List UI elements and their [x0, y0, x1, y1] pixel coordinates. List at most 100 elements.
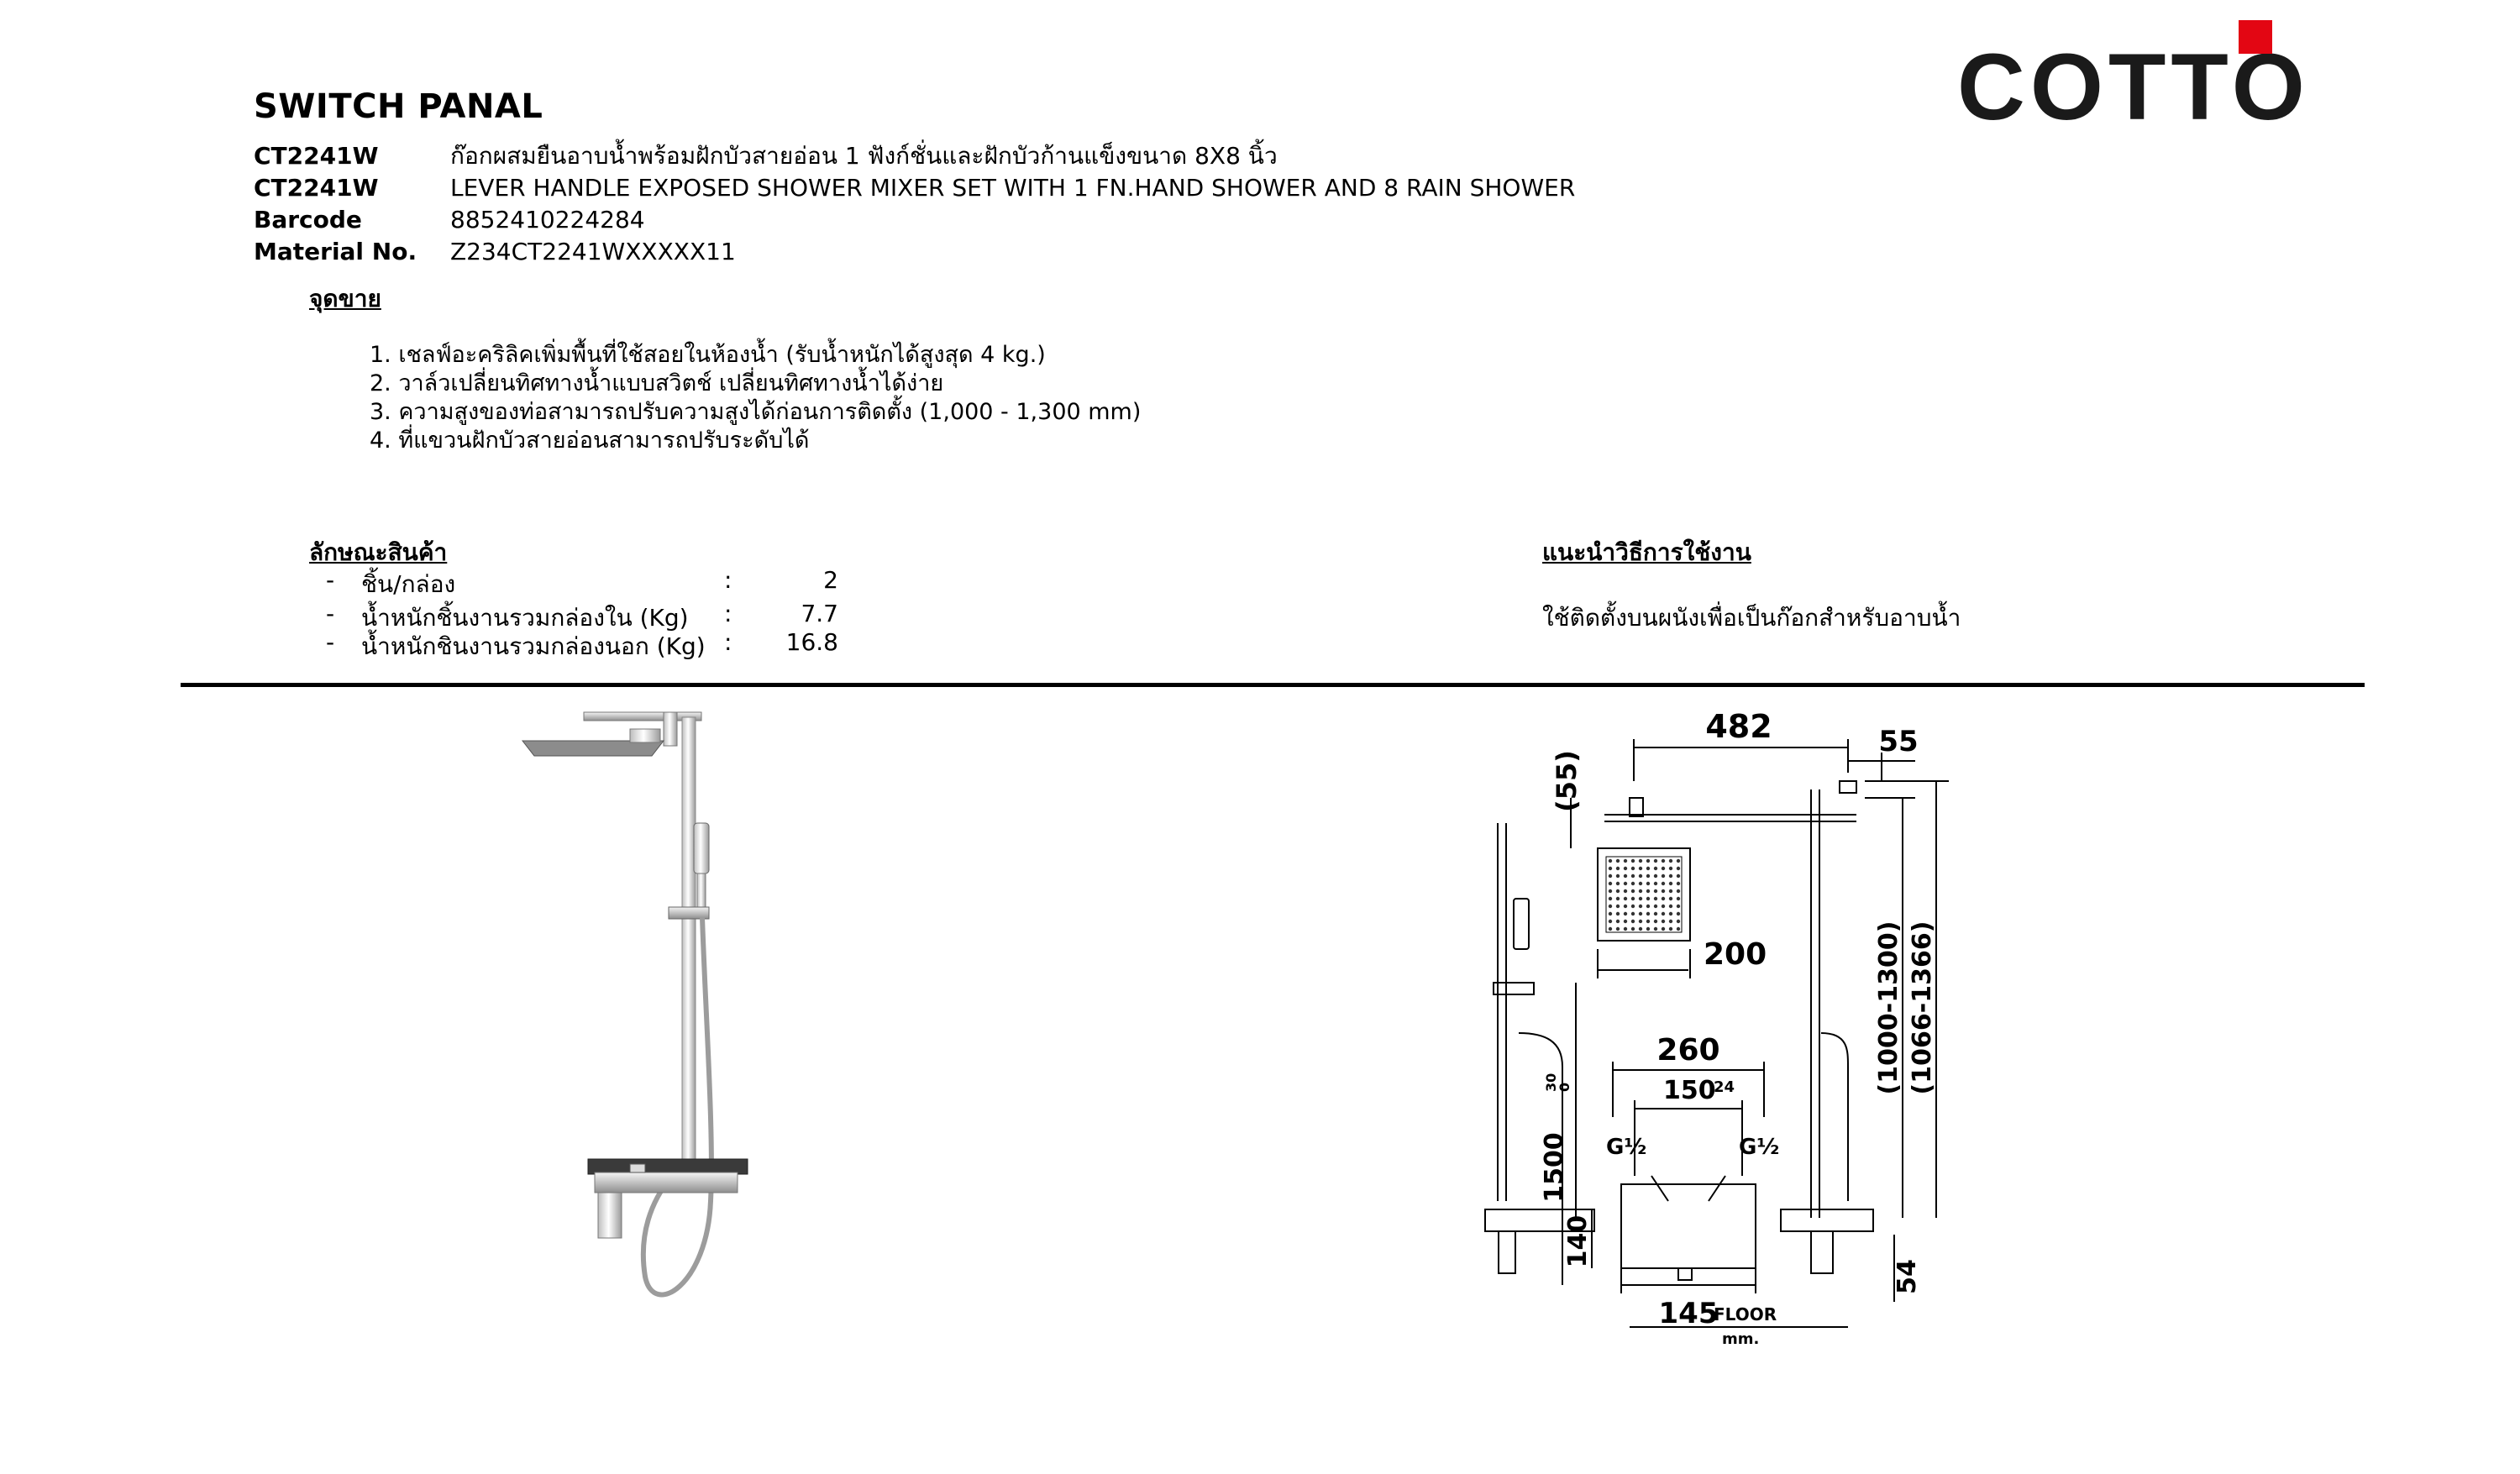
info-key: CT2241W: [254, 142, 379, 170]
nozzle-dot: [1608, 911, 1613, 916]
nozzle-dot: [1623, 889, 1628, 894]
nozzle-dot: [1646, 904, 1651, 909]
nozzle-dot: [1653, 919, 1658, 924]
nozzle-dot: [1646, 881, 1651, 886]
nozzle-dot: [1608, 873, 1613, 879]
dim-150-tolerance: 24: [1714, 1078, 1735, 1096]
nozzle-dot: [1623, 866, 1628, 871]
spec-colon: :: [724, 628, 732, 656]
nozzle-dot: [1661, 866, 1666, 871]
nozzle-dot: [1653, 873, 1658, 879]
nozzle-dot: [1608, 858, 1613, 863]
nozzle-dot: [1646, 911, 1651, 916]
nozzle-dot: [1676, 919, 1681, 924]
dim-260: 260: [1656, 1033, 1719, 1067]
nozzle-dot: [1615, 881, 1620, 886]
nozzle-dot: [1630, 881, 1635, 886]
nozzle-dot: [1653, 896, 1658, 901]
dim-150: 150: [1663, 1076, 1716, 1105]
nozzle-dot: [1630, 858, 1635, 863]
selling-point-item: 2. วาล์วเปลี่ยนทิศทางน้ำแบบสวิตช์ เปลี่ย…: [370, 370, 944, 396]
nozzle-dot: [1676, 911, 1681, 916]
nozzle-dot: [1661, 919, 1666, 924]
nozzle-dot: [1668, 926, 1673, 931]
spec-colon: :: [724, 566, 732, 594]
dim-1000-1300: (1000-1300): [1874, 921, 1903, 1095]
dim-54: 54: [1893, 1259, 1922, 1294]
nozzle-dot: [1608, 889, 1613, 894]
spec-label: น้ำหนักชิ้นงานรวมกล่องใน (Kg): [361, 604, 689, 632]
nozzle-dot: [1653, 866, 1658, 871]
nozzle-dot: [1615, 866, 1620, 871]
nozzle-dot: [1630, 873, 1635, 879]
nozzle-dot: [1615, 926, 1620, 931]
nozzle-dot: [1608, 896, 1613, 901]
nozzle-dot: [1630, 866, 1635, 871]
info-key: Barcode: [254, 206, 362, 233]
unit-label: mm.: [1722, 1330, 1759, 1348]
nozzle-dot: [1676, 926, 1681, 931]
dim-200: 200: [1704, 937, 1767, 972]
cotto-logo: COTTO: [1932, 17, 2305, 134]
nozzle-dot: [1615, 904, 1620, 909]
nozzle-dot: [1623, 881, 1628, 886]
document-title: SWITCH PANAL: [254, 87, 543, 126]
nozzle-dot: [1608, 881, 1613, 886]
nozzle-dot: [1653, 889, 1658, 894]
product-image: [521, 711, 748, 1298]
nozzle-dot: [1668, 889, 1673, 894]
floor-label: FLOOR: [1714, 1304, 1777, 1325]
nozzle-dot: [1653, 904, 1658, 909]
logo-wordmark: COTTO: [1957, 34, 2310, 139]
nozzle-dot: [1623, 926, 1628, 931]
nozzle-dot: [1668, 911, 1673, 916]
nozzle-dot: [1615, 889, 1620, 894]
nozzle-dot: [1668, 866, 1673, 871]
nozzle-dot: [1653, 926, 1658, 931]
selling-point-item: 1. เชลฟ์อะคริลิคเพิ่มพื้นที่ใช้สอยในห้อง…: [370, 342, 1046, 368]
nozzle-dot: [1638, 873, 1643, 879]
nozzle-dot: [1638, 926, 1643, 931]
nozzle-dot: [1676, 904, 1681, 909]
dim-1066-1366: (1066-1366): [1908, 921, 1937, 1095]
technical-drawing: (55) 482 55 200 260 150 24 1500 30 0 140…: [1484, 708, 1949, 1348]
specs-heading: ลักษณะสินค้า: [309, 538, 448, 566]
dim-1500-tol-plus: 30: [1543, 1073, 1559, 1092]
selling-point-item: 3. ความสูงของท่อสามารถปรับความสูงได้ก่อน…: [370, 399, 1142, 425]
spec-colon: :: [724, 600, 732, 627]
nozzle-dot: [1646, 889, 1651, 894]
nozzle-dot: [1608, 919, 1613, 924]
nozzle-dot: [1668, 919, 1673, 924]
nozzle-dot: [1653, 858, 1658, 863]
logo-red-square-icon: [2239, 20, 2272, 54]
nozzle-dot: [1676, 881, 1681, 886]
nozzle-dot: [1646, 926, 1651, 931]
nozzle-dot: [1638, 881, 1643, 886]
dim-145: 145: [1659, 1297, 1719, 1330]
spec-dash: -: [326, 628, 335, 656]
nozzle-dot: [1608, 926, 1613, 931]
nozzle-dot: [1661, 858, 1666, 863]
nozzle-dot: [1668, 858, 1673, 863]
nozzle-dot: [1623, 911, 1628, 916]
nozzle-dot: [1615, 873, 1620, 879]
nozzle-dot: [1668, 873, 1673, 879]
nozzle-dot: [1630, 911, 1635, 916]
nozzle-dot: [1676, 866, 1681, 871]
dim-55: 55: [1878, 725, 1918, 758]
nozzle-dot: [1668, 896, 1673, 901]
spec-dash: -: [326, 566, 335, 594]
nozzle-dot: [1615, 911, 1620, 916]
nozzle-dot: [1615, 896, 1620, 901]
inlet-g-right: G½: [1739, 1135, 1779, 1160]
nozzle-dot: [1638, 896, 1643, 901]
nozzle-dot: [1630, 926, 1635, 931]
nozzle-dot: [1638, 911, 1643, 916]
nozzle-dot: [1608, 866, 1613, 871]
usage-heading: แนะนำวิธีการใช้งาน: [1542, 538, 1751, 566]
section-divider: [181, 683, 2365, 687]
nozzle-dot: [1661, 873, 1666, 879]
info-key: CT2241W: [254, 174, 379, 202]
usage-text: ใช้ติดตั้งบนผนังเพื่อเป็นก๊อกสำหรับอาบน้…: [1542, 604, 1961, 632]
nozzle-dot: [1653, 881, 1658, 886]
